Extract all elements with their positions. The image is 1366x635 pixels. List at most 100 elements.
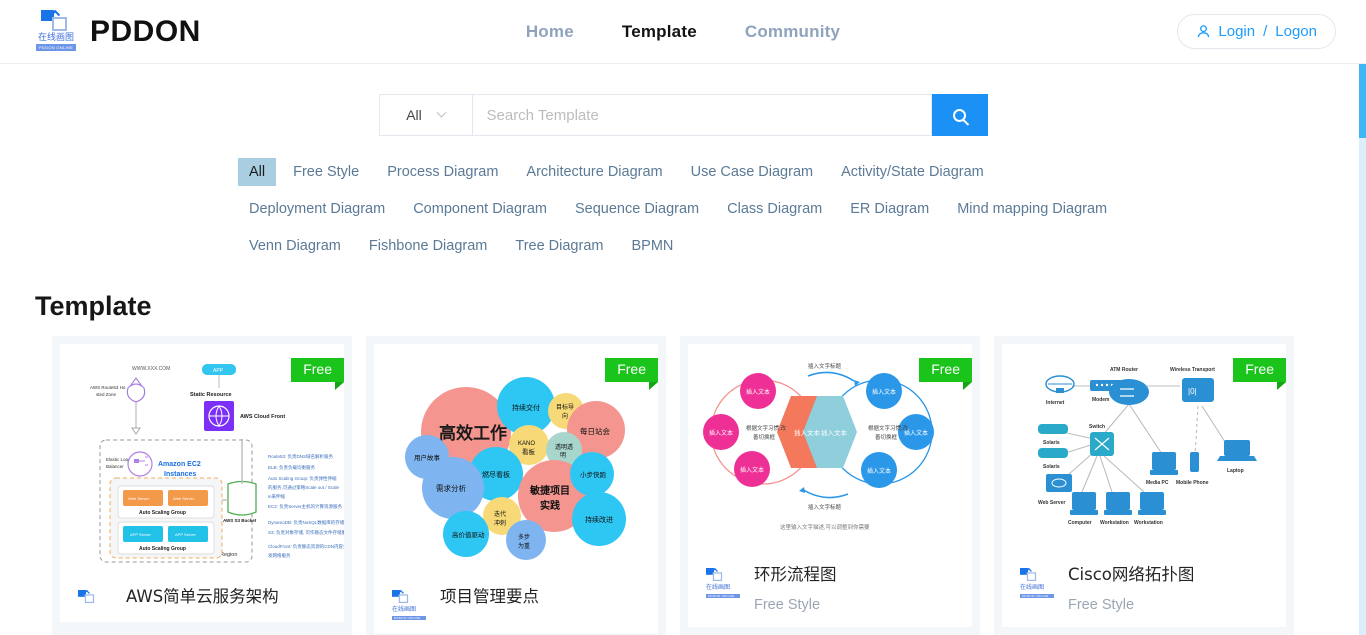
svg-text:敏捷项目: 敏捷项目: [529, 484, 570, 497]
svg-text:Elastic Load: Elastic Load: [106, 457, 131, 462]
logo-chinese-subtext: PDDON ONLINE: [706, 594, 740, 598]
svg-text:Amazon EC2: Amazon EC2: [158, 461, 201, 468]
template-card[interactable]: Free WWW.XXX.COM AWS Route53 Ho sted Zon…: [52, 336, 352, 635]
svg-text:Workstation: Workstation: [1134, 520, 1163, 526]
svg-text:善切换框: 善切换框: [753, 433, 776, 441]
svg-text:Web Server: Web Server: [173, 496, 195, 501]
filter-tag-fishbone-diagram[interactable]: Fishbone Diagram: [368, 238, 488, 254]
svg-text:Workstation: Workstation: [1100, 520, 1129, 526]
template-card-subtitle: Free Style: [1068, 597, 1135, 613]
svg-text:DynamoDB: 负责NoSQL数据库的存储服务: DynamoDB: 负责NoSQL数据库的存储服务: [268, 519, 344, 526]
free-badge: Free: [605, 358, 658, 390]
filter-tag-component-diagram[interactable]: Component Diagram: [413, 201, 547, 217]
filter-row: All Free Style Process Diagram Architect…: [238, 158, 1133, 269]
logo-chinese-text: 在线画图: [392, 606, 417, 613]
svg-text:插入文本: 插入文本: [794, 428, 821, 437]
filter-tag-activity-state-diagram[interactable]: Activity/State Diagram: [841, 164, 984, 180]
svg-text:多步: 多步: [518, 533, 530, 541]
svg-text:Auto Scaling Group: 负责弹性伸缩: Auto Scaling Group: 负责弹性伸缩: [268, 475, 337, 482]
nav-item-template[interactable]: Template: [621, 21, 697, 41]
filter-tag-process-diagram[interactable]: Process Diagram: [387, 164, 499, 180]
svg-text:Auto Scaling Group: Auto Scaling Group: [139, 546, 186, 552]
cisco-topology-art: Internet Modem ATM Router |0| Wireless T…: [1002, 344, 1286, 554]
svg-text:AWS S3 Bucket: AWS S3 Bucket: [223, 518, 257, 523]
svg-text:小步快跑: 小步快跑: [580, 470, 607, 479]
template-preview-image: WWW.XXX.COM AWS Route53 Ho sted Zone APP…: [60, 344, 344, 576]
free-badge: Free: [291, 358, 344, 390]
brand-logo[interactable]: 在线画图 PDDON ONLINE PDDON: [34, 9, 201, 54]
logo-chinese-subtext: PDDON ONLINE: [392, 616, 426, 620]
search-category-select[interactable]: All: [378, 94, 472, 136]
circular-process-art: 插入文本 插入文本 插入文本 插入文本 插入文本 插入文本 插入文本 插入文: [688, 344, 972, 554]
svg-text:Region: Region: [220, 552, 237, 558]
filter-tag-mind-mapping-diagram[interactable]: Mind mapping Diagram: [957, 201, 1108, 217]
template-card[interactable]: Free 插入文本 插入文本 插入文本 插入文本: [680, 336, 980, 635]
logo-chinese-text: 在线画图: [706, 584, 731, 591]
svg-text:Instances: Instances: [164, 471, 196, 478]
svg-text:每日站会: 每日站会: [580, 426, 610, 436]
bubble-mindmap-art: 高效工作 持续交付 目标导 向 每日站会 用户故事 KANO 看板: [374, 344, 658, 576]
svg-text:为重: 为重: [518, 542, 530, 550]
svg-text:迭代: 迭代: [494, 510, 506, 518]
template-card-footer: 在线画图 PDDON ONLINE Cisco网络拓扑图 Free Style: [1002, 554, 1286, 627]
brand-name: PDDON: [90, 14, 201, 48]
svg-text:持续交付: 持续交付: [512, 403, 540, 412]
svg-text:的服务,可通过策略Scale out / Scale: 的服务,可通过策略Scale out / Scale: [268, 484, 340, 491]
filter-tag-tree-diagram[interactable]: Tree Diagram: [515, 238, 604, 254]
filter-tag-use-case-diagram[interactable]: Use Case Diagram: [690, 164, 814, 180]
svg-text:用户故事: 用户故事: [414, 453, 441, 462]
nav-item-community[interactable]: Community: [744, 21, 841, 41]
logo-chinese-text: 在线画图: [37, 32, 74, 43]
template-card[interactable]: Free 高效工作 持续交付 目标导 向 每日站会 用户故事: [366, 336, 666, 635]
template-card-footer: 在线画图 PDDON ONLINE 环形流程图 Free Style: [688, 554, 972, 627]
template-card-title: Cisco网络拓扑图: [1068, 565, 1195, 584]
chevron-down-icon: [436, 107, 447, 118]
login-button[interactable]: Login / Logon: [1177, 14, 1336, 49]
svg-text:这里输入文字描述,可以调整到你需要: 这里输入文字描述,可以调整到你需要: [780, 523, 870, 531]
template-card-grid: Free WWW.XXX.COM AWS Route53 Ho sted Zon…: [52, 336, 1366, 635]
svg-text:Solaris: Solaris: [1043, 440, 1060, 446]
svg-text:Static Resource: Static Resource: [190, 392, 232, 398]
svg-text:明: 明: [560, 452, 566, 459]
scrollbar-thumb[interactable]: [1359, 64, 1366, 138]
svg-text:S3: 负责对象存储, 可作静态文件存储服务: S3: 负责对象存储, 可作静态文件存储服务: [268, 529, 344, 536]
filter-tag-er-diagram[interactable]: ER Diagram: [850, 201, 930, 217]
svg-text:根据文字习惯,改: 根据文字习惯,改: [868, 424, 909, 432]
svg-text:插入文本: 插入文本: [867, 467, 891, 475]
filter-tag-deployment-diagram[interactable]: Deployment Diagram: [249, 201, 386, 217]
svg-text:插入文字标题: 插入文字标题: [808, 362, 842, 370]
svg-text:根据文字习惯,改: 根据文字习惯,改: [746, 424, 787, 432]
template-card[interactable]: Free: [994, 336, 1294, 635]
search-button[interactable]: [931, 94, 988, 136]
svg-text:高价值驱动: 高价值驱动: [452, 530, 485, 539]
svg-text:Modem: Modem: [1092, 397, 1110, 403]
search-input[interactable]: [471, 94, 932, 136]
template-card-title: 项目管理要点: [440, 587, 539, 606]
free-badge: Free: [919, 358, 972, 390]
svg-text:向: 向: [562, 412, 568, 420]
svg-text:插入文本: 插入文本: [904, 429, 928, 437]
logo-chinese-subtext: PDDON ONLINE: [35, 43, 77, 51]
search-section: All: [0, 94, 1366, 136]
svg-text:冲刺: 冲刺: [494, 519, 506, 527]
filter-tag-free-style[interactable]: Free Style: [293, 164, 360, 180]
svg-text:|0|: |0|: [1188, 387, 1197, 396]
page-scrollbar[interactable]: [1359, 64, 1366, 635]
filter-tag-sequence-diagram[interactable]: Sequence Diagram: [575, 201, 700, 217]
template-preview-image: 高效工作 持续交付 目标导 向 每日站会 用户故事 KANO 看板: [374, 344, 658, 576]
filter-tag-architecture-diagram[interactable]: Architecture Diagram: [526, 164, 663, 180]
free-badge: Free: [1233, 358, 1286, 390]
filter-tag-all[interactable]: All: [238, 158, 277, 186]
filter-tag-bpmn[interactable]: BPMN: [631, 238, 674, 254]
svg-text:目标导: 目标导: [556, 403, 574, 411]
filter-tag-venn-diagram[interactable]: Venn Diagram: [249, 238, 341, 254]
filter-tag-class-diagram[interactable]: Class Diagram: [727, 201, 823, 217]
template-card-footer: 在线画图 PDDON ONLINE 项目管理要点: [374, 576, 658, 634]
svg-text:ATM Router: ATM Router: [1110, 367, 1138, 373]
login-separator: /: [1263, 23, 1268, 40]
search-icon: [953, 108, 966, 122]
nav-item-home[interactable]: Home: [525, 21, 574, 41]
svg-text:高效工作: 高效工作: [439, 423, 507, 443]
pddon-logo-icon: [78, 586, 112, 605]
svg-text:插入文本: 插入文本: [740, 466, 764, 474]
